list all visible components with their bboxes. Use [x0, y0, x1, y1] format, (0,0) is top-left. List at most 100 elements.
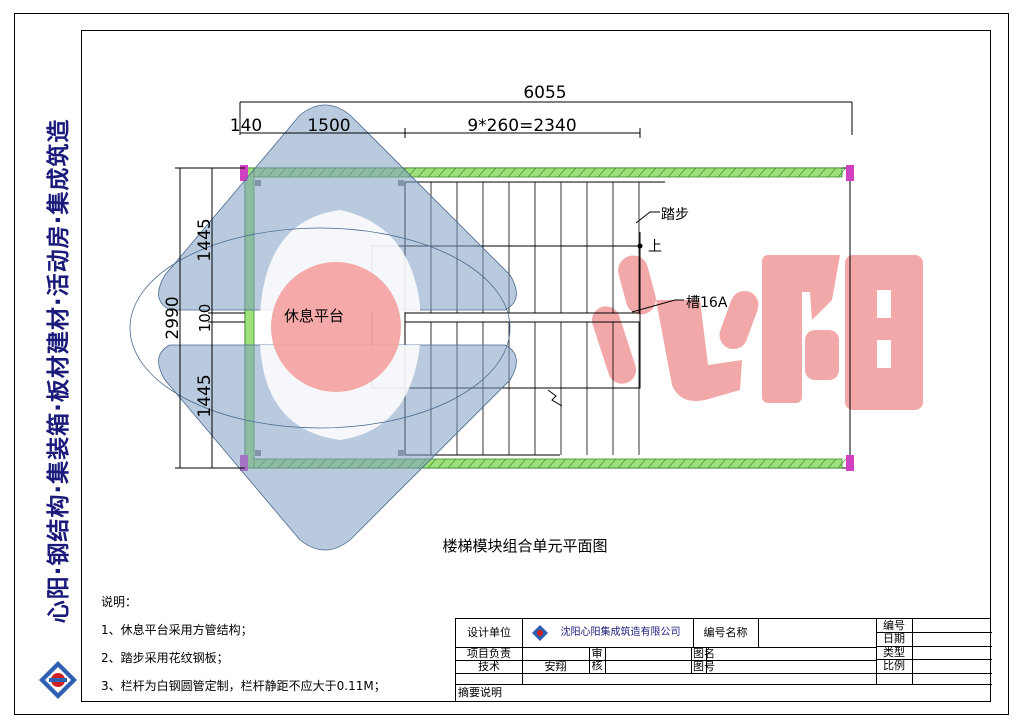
rail-hatch-line: [677, 458, 687, 469]
rail-hatch-line: [537, 167, 547, 178]
rail-hatch-line: [807, 167, 817, 178]
type-label: 类型: [883, 646, 905, 659]
rail-hatch-line: [447, 167, 457, 178]
rail-hatch-line: [497, 458, 507, 469]
dim-offset: 140: [230, 116, 262, 136]
rail-hatch-line: [737, 167, 747, 178]
note-item: 3、栏杆为白钢圆管定制，栏杆静距不应大于0.11M；: [101, 679, 386, 693]
project-lead-label: 项目负责: [467, 647, 511, 660]
drawing-title: 楼梯模块组合单元平面图: [442, 537, 607, 555]
rail-hatch-line: [617, 167, 627, 178]
up-arrow-dot: [637, 243, 643, 249]
up-label: 上: [648, 239, 662, 255]
watermark-mark: [591, 255, 923, 410]
tech-label: 技术: [478, 660, 500, 673]
rail-hatch-line: [657, 458, 667, 469]
rail-hatch-line: [497, 167, 507, 178]
rail-hatch-line: [727, 458, 737, 469]
rail-hatch-line: [757, 167, 767, 178]
rail-hatch-line: [837, 458, 847, 469]
company-name: 沈阳心阳集成筑造有限公司: [560, 627, 681, 638]
rail-hatch-line: [677, 167, 687, 178]
rail-hatch-line: [437, 458, 447, 469]
notes-heading: 说明：: [101, 595, 138, 609]
rail-hatch-line: [427, 458, 437, 469]
dim-lower-flight: 1445: [195, 374, 215, 417]
rail-hatch-line: [457, 167, 467, 178]
rail-hatch-line: [817, 167, 827, 178]
rail-hatch-line: [587, 167, 597, 178]
rail-hatch-line: [547, 167, 557, 178]
rail-hatch-line: [697, 458, 707, 469]
rail-hatch-line: [597, 167, 607, 178]
rail-hatch-line: [737, 458, 747, 469]
drawing-frame: [14, 13, 1009, 715]
rail-hatch-line: [717, 458, 727, 469]
rail-hatch-line: [797, 167, 807, 178]
overlay-arc: [129, 227, 511, 429]
rail-hatch-line: [427, 167, 437, 178]
rail-hatch-line: [777, 167, 787, 178]
landing-label: 休息平台: [284, 307, 344, 325]
rail-hatch-line: [577, 167, 587, 178]
rail-hatch-line: [447, 458, 457, 469]
rail-hatch-line: [617, 458, 627, 469]
rail-hatch-line: [467, 458, 477, 469]
rail-hatch-line: [607, 167, 617, 178]
number-label: 编号: [883, 619, 905, 632]
rail-hatch-line: [767, 167, 777, 178]
channel-label: 槽16A: [686, 295, 728, 311]
rail-hatch-line: [567, 458, 577, 469]
rail-hatch-line: [667, 167, 677, 178]
rail-hatch-line: [797, 458, 807, 469]
rail-hatch-line: [557, 167, 567, 178]
channel-leader: [631, 299, 684, 313]
rail-hatch-line: [787, 167, 797, 178]
rail-hatch-line: [467, 167, 477, 178]
rail-hatch-line: [687, 458, 697, 469]
rail-hatch-line: [787, 458, 797, 469]
rail-hatch-line: [527, 458, 537, 469]
drawing-name-label: 图名: [693, 647, 715, 660]
rail-hatch-line: [457, 458, 467, 469]
tread-leader: [635, 211, 660, 224]
project-name-label: 编号名称: [703, 626, 748, 639]
rail-hatch-line: [557, 458, 567, 469]
rail-hatch-line: [517, 167, 527, 178]
rail-hatch-line: [747, 167, 757, 178]
rail-hatch-line: [487, 167, 497, 178]
rail-hatch-line: [707, 167, 717, 178]
rail-hatch-line: [507, 458, 517, 469]
watermark-label: 心阳: [0, 0, 2, 1]
tech-name: 安翔: [544, 660, 567, 673]
rest-landing-circle: [271, 262, 401, 392]
scale-label: 比例: [883, 659, 905, 672]
dimension-lines: [175, 101, 853, 469]
drawing-no-label: 图号: [693, 660, 715, 673]
rail-hatch-line: [707, 458, 717, 469]
break-line: [547, 389, 563, 407]
dim-gap: 100: [196, 304, 214, 333]
rail-hatch-line: [717, 167, 727, 178]
rail-hatch-line: [577, 458, 587, 469]
design-unit-label: 设计单位: [467, 626, 511, 639]
rail-hatch-line: [507, 167, 517, 178]
watermark-hole-1: [877, 290, 891, 318]
review-label: 审核: [591, 647, 603, 672]
tread-label: 踏步: [661, 207, 689, 223]
rail-hatch-line: [637, 167, 647, 178]
rail-hatch-line: [657, 167, 667, 178]
rail-hatch-line: [647, 167, 657, 178]
rail-hatch-line: [437, 167, 447, 178]
rail-hatch-line: [687, 167, 697, 178]
rail-hatch-line: [477, 458, 487, 469]
rail-hatch-line: [487, 458, 497, 469]
rail-hatch-line: [567, 167, 577, 178]
rail-hatch-line: [837, 167, 847, 178]
note-item: 1、休息平台采用方管结构；: [101, 623, 253, 637]
rail-hatch-line: [817, 458, 827, 469]
company-logo-icon: [532, 625, 548, 641]
rail-hatch-line: [807, 458, 817, 469]
summary-label: 摘要说明: [458, 686, 502, 699]
